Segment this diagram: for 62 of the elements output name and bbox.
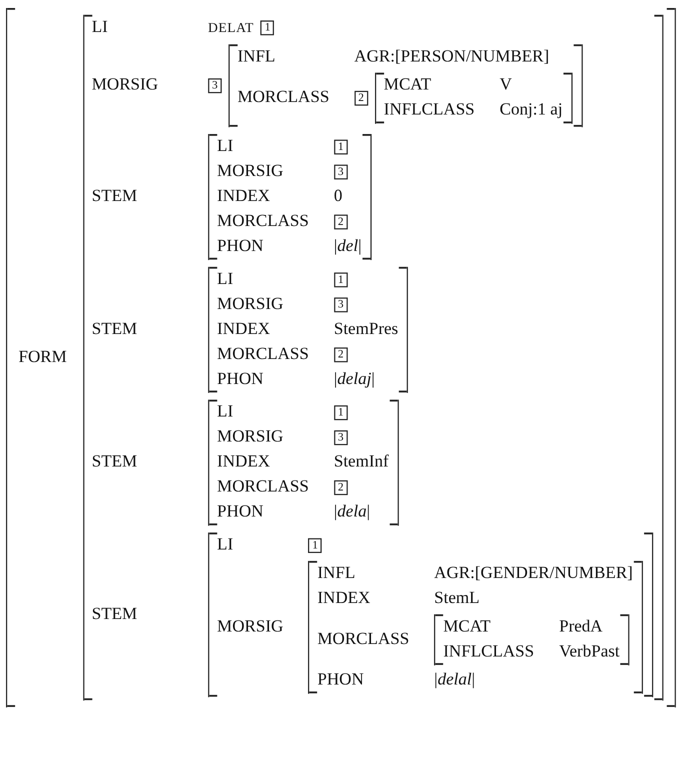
- tag-box: 3: [334, 430, 348, 446]
- tag-box: 3: [208, 78, 222, 94]
- feature-name: MORSIG: [217, 162, 284, 182]
- tag-box: 1: [334, 405, 348, 420]
- feature-name: MORSIG: [217, 618, 284, 637]
- tag-box: 1: [334, 140, 348, 154]
- feature-name: FORM: [18, 348, 67, 368]
- feature-name: LI: [92, 18, 109, 38]
- feature-value: |delal|: [434, 671, 476, 690]
- feature-value: |dela|: [334, 503, 370, 522]
- tag-box: 3: [334, 164, 348, 180]
- feature-name: STEM: [92, 453, 138, 472]
- feature-name: MORCLASS: [217, 345, 309, 364]
- feature-value: |delaj|: [334, 370, 375, 390]
- feature-name: LI: [217, 403, 234, 422]
- tag-box: 1: [308, 538, 322, 553]
- feature-value: VerbPast: [559, 642, 620, 662]
- feature-value: StemInf: [334, 453, 389, 472]
- feature-name: MORCLASS: [217, 212, 309, 232]
- feature-value: Conj:1 aj: [500, 101, 563, 120]
- feature-name: LI: [217, 137, 234, 157]
- feature-name: STEM: [92, 187, 138, 207]
- feature-name: PHON: [217, 503, 264, 522]
- feature-name: MORSIG: [217, 295, 284, 315]
- feature-name: MORCLASS: [217, 478, 309, 498]
- tag-box: 2: [334, 347, 348, 362]
- feature-name: PHON: [217, 237, 264, 257]
- feature-name: MORCLASS: [238, 88, 330, 108]
- feature-name: STEM: [92, 320, 138, 340]
- feature-name: LI: [217, 270, 234, 290]
- feature-name: INDEX: [317, 589, 372, 609]
- feature-name: INFLCLASS: [443, 642, 534, 662]
- tag-box: 1: [334, 272, 348, 288]
- tag-box: 2: [334, 480, 348, 496]
- feature-name: MORCLASS: [317, 630, 410, 650]
- feature-value: PredA: [559, 618, 603, 637]
- feature-name: INFLCLASS: [384, 101, 475, 120]
- feature-value: 0: [334, 187, 342, 207]
- feature-name: PHON: [317, 671, 365, 690]
- tag-box: 1: [260, 20, 274, 36]
- feature-name: LI: [217, 536, 234, 556]
- feature-value: V: [500, 76, 512, 96]
- feature-value: StemL: [434, 589, 480, 609]
- feature-name: MCAT: [384, 76, 432, 96]
- feature-name: INFL: [317, 564, 356, 584]
- feature-name: INFL: [238, 48, 276, 68]
- feature-name: INDEX: [217, 187, 272, 207]
- feature-name: MORSIG: [217, 428, 284, 448]
- feature-name: INDEX: [217, 320, 272, 340]
- tag-box: 2: [334, 214, 348, 230]
- feature-name: INDEX: [217, 453, 272, 472]
- feature-value: |del|: [334, 237, 362, 257]
- feature-value: AGR:[PERSON/NUMBER]: [354, 48, 550, 68]
- feature-name: STEM: [92, 605, 138, 625]
- feature-value: DELAT: [208, 19, 254, 36]
- feature-value: AGR:[GENDER/NUMBER]: [434, 564, 633, 584]
- feature-value: StemPres: [334, 320, 398, 340]
- feature-name: MORSIG: [92, 76, 158, 96]
- tag-box: 2: [354, 90, 368, 106]
- feature-name: PHON: [217, 370, 264, 390]
- feature-name: MCAT: [443, 618, 492, 637]
- tag-box: 3: [334, 298, 348, 312]
